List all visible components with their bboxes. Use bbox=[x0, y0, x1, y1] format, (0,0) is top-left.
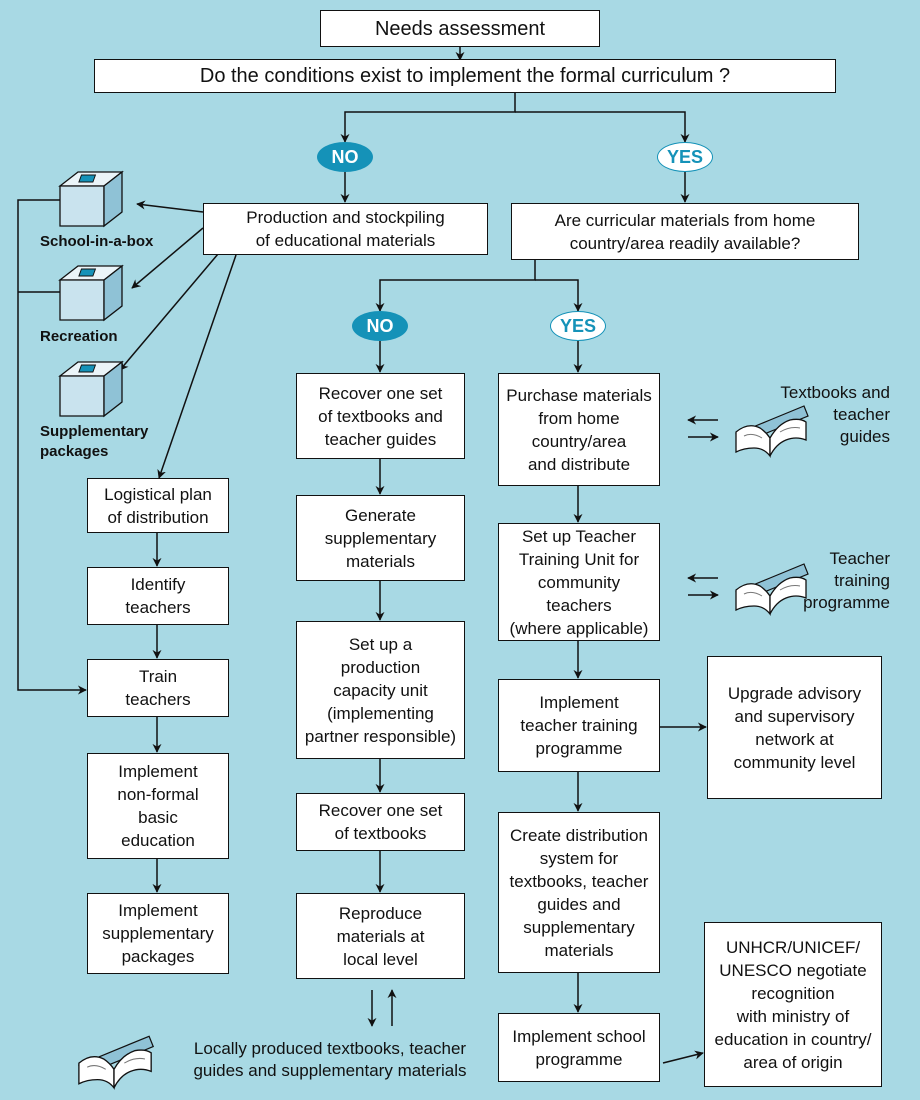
arrow-available-to-yes bbox=[535, 279, 583, 312]
arrow-school-to-negotiate bbox=[662, 1050, 704, 1064]
teacher-training-unit-box: Set up Teacher Training Unit for communi… bbox=[498, 523, 660, 641]
arrow-production-to-school-box bbox=[136, 200, 204, 213]
conditions-question-label: Do the conditions exist to implement the… bbox=[199, 65, 731, 87]
recreation-label: Recreation bbox=[40, 328, 118, 345]
needs-assessment-label: Needs assessment bbox=[374, 17, 546, 40]
locally-produced-label: Locally produced textbooks, teacher guid… bbox=[193, 1039, 467, 1080]
arrow-available-to-no bbox=[375, 260, 536, 312]
textbooks-guides-label: Textbooks and teacher guides bbox=[780, 383, 890, 446]
recreation-box-icon bbox=[58, 264, 124, 322]
conditions-question-box: Do the conditions exist to implement the… bbox=[94, 59, 836, 93]
supplementary-packages-label: Supplementary packages bbox=[40, 423, 149, 460]
arrow-question-to-no bbox=[340, 92, 516, 143]
materials-available-question-box: Are curricular materials from home count… bbox=[511, 203, 859, 260]
train-teachers-box: Train teachers bbox=[87, 659, 229, 717]
generate-supplementary-box: Generate supplementary materials bbox=[296, 495, 465, 581]
reproduce-materials-box: Reproduce materials at local level bbox=[296, 893, 465, 979]
upgrade-network-box: Upgrade advisory and supervisory network… bbox=[707, 656, 882, 799]
recover-textbooks-box: Recover one set of textbooks bbox=[296, 793, 465, 851]
decision-no-materials: NO bbox=[352, 311, 408, 341]
teacher-training-book-icon bbox=[735, 563, 809, 616]
distribution-system-box: Create distribution system for textbooks… bbox=[498, 812, 660, 973]
arrow-bracket-to-train bbox=[17, 199, 87, 695]
arrow-production-to-recreation bbox=[131, 227, 204, 289]
supplementary-box-icon bbox=[58, 360, 124, 418]
negotiate-recognition-box: UNHCR/UNICEF/ UNESCO negotiate recogniti… bbox=[704, 922, 882, 1087]
teacher-training-programme-label: Teacher training programme bbox=[803, 549, 890, 612]
arrow-production-to-supplementary bbox=[119, 253, 219, 371]
decision-no-top: NO bbox=[317, 142, 373, 172]
needs-assessment-box: Needs assessment bbox=[320, 10, 600, 47]
implement-supplementary-box: Implement supplementary packages bbox=[87, 893, 229, 974]
identify-teachers-box: Identify teachers bbox=[87, 567, 229, 625]
recover-textbooks-guides-box: Recover one set of textbooks and teacher… bbox=[296, 373, 465, 459]
production-stockpiling-box: Production and stockpiling of educationa… bbox=[203, 203, 488, 255]
arrow-question-to-yes bbox=[515, 111, 690, 143]
school-box-icon bbox=[58, 170, 124, 228]
local-materials-book-icon bbox=[78, 1035, 155, 1090]
implement-nonformal-box: Implement non-formal basic education bbox=[87, 753, 229, 859]
school-in-a-box-label: School-in-a-box bbox=[40, 233, 154, 250]
arrow-production-to-logistical bbox=[157, 254, 237, 479]
purchase-materials-box: Purchase materials from home country/are… bbox=[498, 373, 660, 486]
production-capacity-unit-box: Set up a production capacity unit (imple… bbox=[296, 621, 465, 759]
logistical-plan-box: Logistical plan of distribution bbox=[87, 478, 229, 533]
implement-school-box: Implement school programme bbox=[498, 1013, 660, 1082]
textbooks-book-icon bbox=[735, 405, 809, 458]
decision-yes-top: YES bbox=[657, 142, 713, 172]
decision-yes-materials: YES bbox=[550, 311, 606, 341]
implement-teacher-training-box: Implement teacher training programme bbox=[498, 679, 660, 772]
